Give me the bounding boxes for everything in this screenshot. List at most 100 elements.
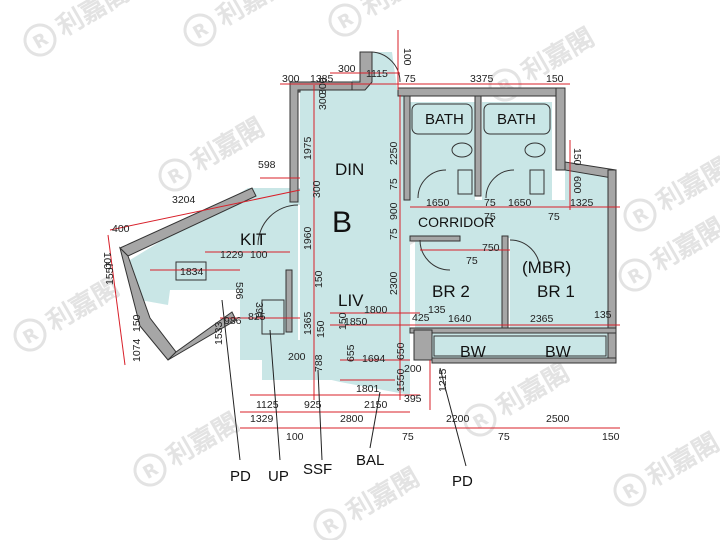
dimension-label: 150 [131, 314, 143, 332]
dimension-label: 2300 [388, 271, 400, 295]
dimension-label: 1850 [344, 316, 368, 328]
svg-text:利嘉閣: 利嘉閣 [652, 153, 720, 218]
dimension-label: 135 [594, 309, 612, 321]
dimension-label: 100 [286, 431, 304, 443]
svg-text:利嘉閣: 利嘉閣 [212, 0, 295, 33]
dimension-label: 100 [401, 48, 413, 66]
room-label-bw2: BW [545, 344, 572, 361]
dimension-label: 135 [428, 304, 446, 316]
dimension-label: 750 [482, 242, 500, 254]
room-label-bath2: BATH [497, 111, 536, 128]
room-label-kit: KIT [240, 230, 266, 249]
dimension-label: 1800 [364, 304, 388, 316]
room-label-br2: BR 2 [432, 282, 470, 301]
kitchen-area [130, 188, 302, 345]
dimension-label: 1125 [256, 399, 279, 411]
bw-window-frame [433, 335, 607, 357]
room-label-bw1: BW [460, 344, 487, 361]
callout-up: UP [268, 468, 289, 485]
svg-text:利嘉閣: 利嘉閣 [162, 408, 245, 473]
dimension-label: 600 [571, 176, 583, 194]
dimension-label: 75 [466, 255, 478, 267]
dimension-label: 2800 [340, 413, 364, 425]
wall-kit-right [285, 269, 293, 333]
room-label-liv: LIV [338, 291, 364, 310]
dimension-label: 425 [412, 312, 430, 324]
dimension-label: 2365 [530, 313, 554, 325]
dimension-label: 1650 [426, 197, 450, 209]
unit-label: B [332, 206, 352, 239]
dimension-label: 200 [404, 363, 422, 375]
room-labels: DIN B LIV KIT BATH BATH CORRIDOR BR 2 (M… [240, 111, 575, 361]
dimension-label: 100 [250, 249, 268, 261]
dimension-label: 150 [313, 270, 325, 288]
dimension-label: 300 [317, 92, 329, 110]
door-swing-br2 [419, 239, 451, 271]
dimension-label: 150 [571, 148, 583, 166]
dimension-label: 75 [388, 178, 400, 190]
basin-2 [529, 169, 545, 195]
wall-top-notch [351, 51, 373, 91]
watermark: 利嘉閣 [128, 408, 245, 492]
dimension-label: 655 [345, 344, 357, 362]
wall-right-upper [555, 87, 566, 171]
room-label-mbr: (MBR) [522, 258, 571, 277]
dimension-label: 391 [253, 302, 265, 320]
kitchen-counter [175, 261, 207, 281]
dimension-label: 788 [313, 354, 325, 372]
dimension-label: 300 [282, 73, 300, 85]
dimension-label: 75 [404, 73, 416, 85]
dimension-lines [107, 30, 620, 429]
br2-area [415, 238, 505, 330]
dimension-label: 150 [337, 312, 349, 330]
dimension-label: 1329 [250, 413, 274, 425]
callout-pd-left: PD [230, 468, 251, 485]
bathtub-2 [483, 103, 551, 135]
walls [119, 51, 617, 364]
dimension-label: 598 [258, 159, 276, 171]
dimension-label: 75 [402, 431, 414, 443]
dimension-label: 75 [484, 197, 496, 209]
dimension-label: 986 [224, 315, 242, 327]
toilet-2 [524, 142, 546, 158]
dimension-label: 2500 [546, 413, 570, 425]
dimension-label: 2150 [364, 399, 388, 411]
corridor-area [410, 200, 565, 238]
dimension-label: 825 [248, 311, 266, 323]
dimension-label: 395 [404, 393, 422, 405]
watermark: 利嘉閣 [323, 0, 440, 42]
dimension-label: 1385 [310, 73, 334, 85]
wall-br-bottom [409, 327, 617, 334]
dimension-label: 75 [388, 228, 400, 240]
bw-area [432, 333, 608, 361]
room-label-din: DIN [335, 160, 364, 179]
dimension-label: 586 [233, 282, 245, 300]
dimension-label: 650 [395, 342, 407, 360]
toilet-1 [451, 142, 473, 158]
balcony-area [265, 340, 410, 395]
svg-text:利嘉閣: 利嘉閣 [357, 0, 440, 23]
dimension-label: 925 [304, 399, 322, 411]
room-label-bath1: BATH [425, 111, 464, 128]
dimension-label: 1650 [508, 197, 532, 209]
door-swing-main [371, 51, 401, 83]
svg-text:利嘉閣: 利嘉閣 [342, 463, 425, 528]
mbr-area [510, 165, 608, 330]
room-label-corridor: CORRIDOR [418, 214, 494, 230]
dimension-label: 1557 [104, 261, 116, 285]
up-closet [261, 299, 285, 335]
dimension-label: 3375 [470, 73, 494, 85]
svg-text:利嘉閣: 利嘉閣 [642, 428, 720, 493]
wall-kit-diag [167, 311, 237, 361]
dimension-label: 300 [338, 63, 356, 75]
dimension-label: 300 [317, 77, 329, 95]
wall-corridor-bottom-left [409, 235, 461, 242]
dimension-label: 75 [484, 211, 496, 223]
callout-ssf: SSF [303, 461, 332, 478]
watermark: 利嘉閣 [153, 113, 270, 197]
wall-bath-divider [474, 95, 482, 197]
wall-bath-left [403, 95, 411, 201]
dimension-label: 200 [288, 351, 306, 363]
dimension-label: 1365 [302, 311, 314, 335]
